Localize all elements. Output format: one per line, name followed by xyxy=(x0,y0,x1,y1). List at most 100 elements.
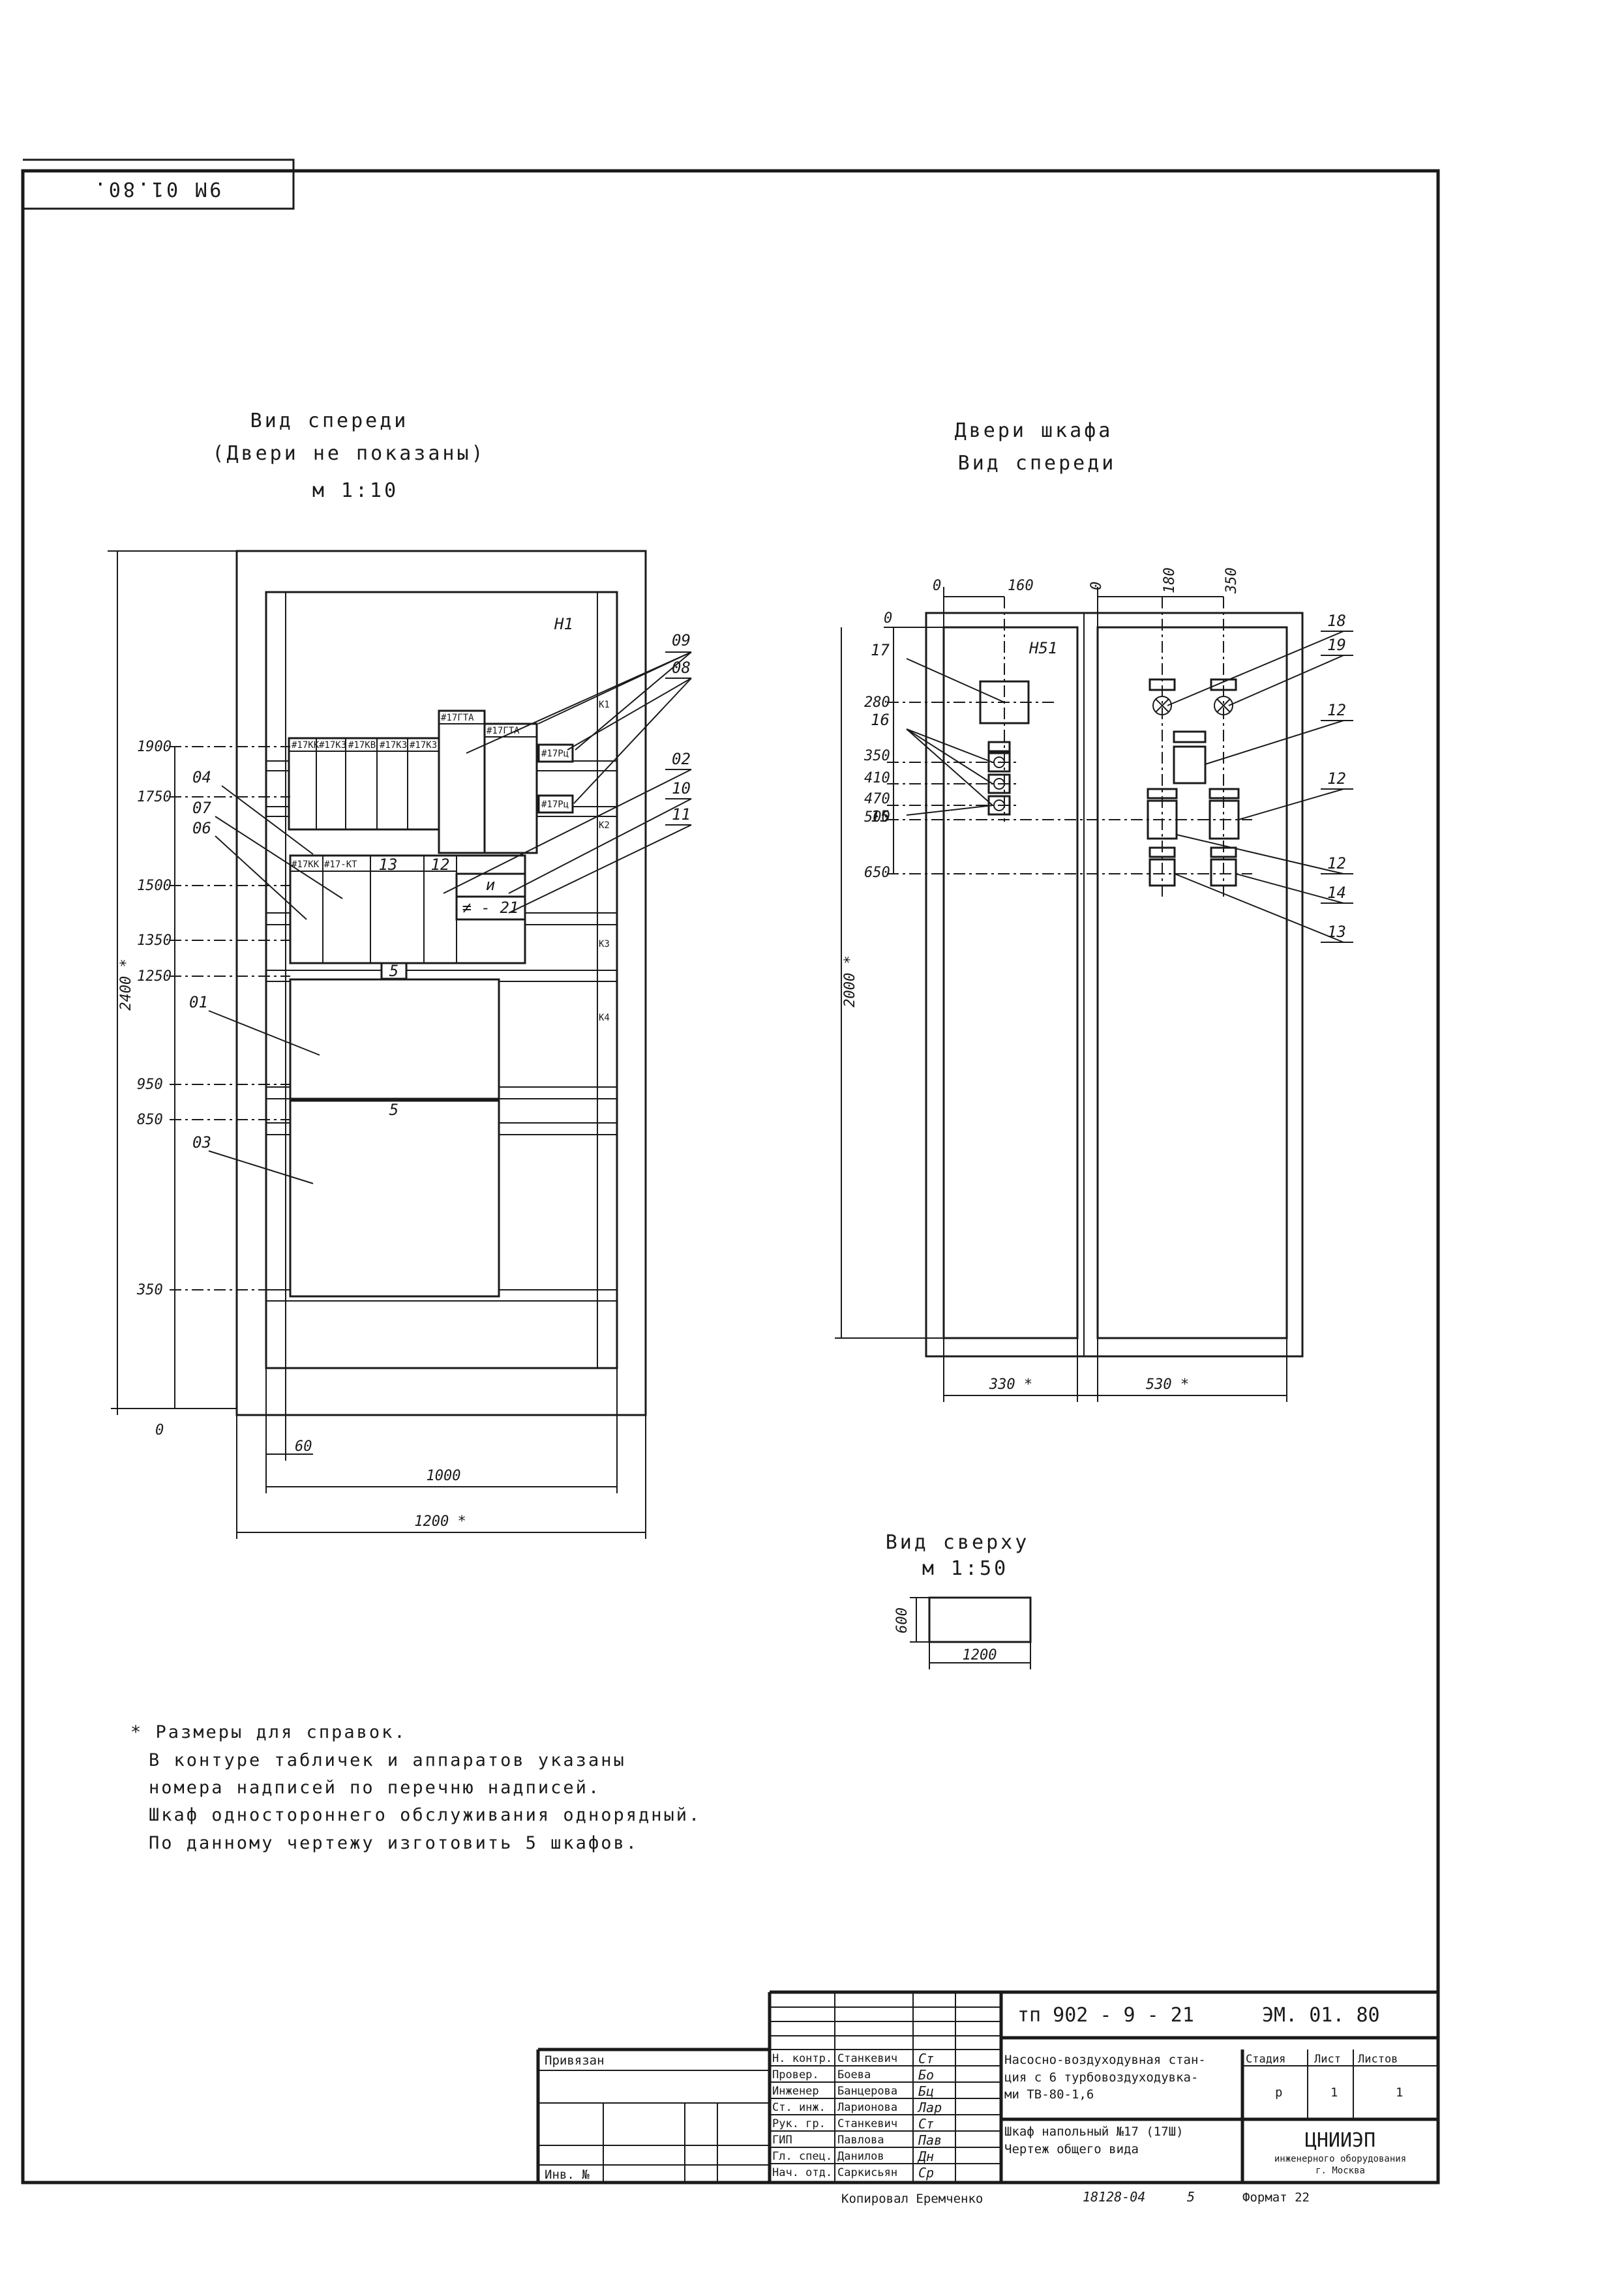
sheet-frame xyxy=(21,158,1440,2184)
door-callout: 12 xyxy=(1327,701,1346,719)
role: ГИП xyxy=(772,2134,792,2147)
level-value: 1250 xyxy=(137,968,172,985)
level-dimensions xyxy=(111,746,290,1409)
level-value: 950 xyxy=(137,1077,163,1093)
callout-label: 09 xyxy=(672,631,691,649)
door-level: 280 xyxy=(864,694,890,711)
description-line: Насосно-воздуходувная стан- xyxy=(1004,2053,1206,2067)
door-height-dimension: 2000 * xyxy=(842,955,858,1007)
door-level: 0 xyxy=(884,610,892,627)
attached-label: Привязан xyxy=(545,2053,605,2068)
cabinet-inner-frame xyxy=(265,591,618,1369)
callout-label: 07 xyxy=(192,799,211,817)
side-label: К3 xyxy=(599,939,610,949)
signature: Лар xyxy=(917,2100,942,2115)
note-line: В контуре табличек и аппаратов указаны xyxy=(149,1750,626,1770)
description-line: ция с 6 турбовоздуходувка- xyxy=(1004,2070,1198,2085)
panel-mark: ≠ - 21 xyxy=(462,899,519,917)
side-label: К4 xyxy=(599,1013,610,1023)
top-view-scale: м 1:50 xyxy=(922,1557,1008,1580)
signer-name: Станкевич xyxy=(837,2052,897,2065)
side-label: К1 xyxy=(599,700,610,710)
role: Н. контр. xyxy=(772,2052,832,2065)
sheet-title-line: Чертеж общего вида xyxy=(1004,2142,1139,2156)
panel-mark: 13 xyxy=(379,856,398,874)
small-label: #17Рц xyxy=(541,799,569,810)
callout-label: 04 xyxy=(192,768,211,786)
top-dim: 350 xyxy=(1224,567,1240,594)
order-number: 18128-04 xyxy=(1083,2189,1145,2205)
contactor-block-1 xyxy=(438,709,486,854)
right-door xyxy=(1096,626,1288,1339)
button-plate xyxy=(987,741,1011,753)
level-value: 1900 xyxy=(137,739,172,755)
role: Провер. xyxy=(772,2068,819,2081)
level-value: 1750 xyxy=(137,789,172,805)
description-line: ми ТВ-80-1,6 xyxy=(1004,2087,1094,2102)
top-view-outline xyxy=(928,1596,1032,1643)
note-line: * Размеры для справок. xyxy=(130,1722,407,1742)
lower-panel-03 xyxy=(289,1099,500,1298)
relay-small-2 xyxy=(537,794,574,814)
organization: ЦНИИЭП xyxy=(1305,2129,1375,2152)
door-view: Двери шкафа Вид спереди Н51 xyxy=(835,419,1353,1402)
signature: Ст xyxy=(918,2051,934,2066)
front-view-title: Вид спереди xyxy=(250,410,409,432)
signer-name: Станкевич xyxy=(837,2117,897,2130)
signer-name: Боева xyxy=(837,2068,871,2081)
top-view-depth: 600 xyxy=(894,1607,910,1633)
door-level: 470 xyxy=(864,791,890,807)
door-callout: 17 xyxy=(871,641,890,659)
sheet-number: 5 xyxy=(1187,2189,1195,2205)
note-line: Шкаф одностороннего обслуживания одноряд… xyxy=(149,1805,701,1825)
sheet-value: 1 xyxy=(1330,2085,1338,2100)
door-leaders xyxy=(906,631,1353,943)
panel-mark: и xyxy=(486,876,495,894)
signature: Бц xyxy=(918,2083,934,2099)
offset-dimension: 60 xyxy=(295,1439,312,1455)
callout-label: 08 xyxy=(672,659,691,677)
inner-width-dimension: 1000 xyxy=(427,1468,461,1484)
role: Инженер xyxy=(772,2085,819,2098)
small-label: #17ГТА xyxy=(487,726,520,736)
door-level: 410 xyxy=(864,770,890,786)
title-block: Привязан Инв. № Н. контр. Провер. Инжене… xyxy=(536,1990,1438,2183)
note-line: номера надписей по перечню надписей. xyxy=(149,1778,601,1798)
signer-name: Данилов xyxy=(837,2150,884,2163)
top-view-title: Вид сверху xyxy=(886,1531,1030,1554)
right-door-width: 530 * xyxy=(1146,1377,1189,1393)
panel-mark: 12 xyxy=(431,856,450,874)
level-value: 1350 xyxy=(137,932,172,949)
height-dimension: 2400 * xyxy=(118,959,134,1010)
front-view-leaders xyxy=(208,651,692,1184)
signer-name: Ларионова xyxy=(837,2101,897,2114)
stage-label: Стадия xyxy=(1246,2053,1285,2066)
role: Ст. инж. xyxy=(772,2101,826,2114)
door-centerlines xyxy=(887,597,1252,900)
door-callout: 15 xyxy=(871,807,890,826)
signature: Ср xyxy=(918,2165,934,2181)
top-dim: 180 xyxy=(1162,567,1178,593)
panel-mark: 5 xyxy=(389,1101,398,1119)
door-callout: 16 xyxy=(871,711,890,729)
level-value: 850 xyxy=(137,1112,163,1128)
small-label: #17КВ xyxy=(348,740,376,751)
top-dim: 0 xyxy=(1089,582,1105,590)
door-level: 500 xyxy=(864,809,890,826)
sheet-label: Лист xyxy=(1314,2053,1341,2066)
side-label: К2 xyxy=(599,820,610,831)
role: Рук. гр. xyxy=(772,2117,826,2130)
panel-mark: 5 xyxy=(389,962,398,980)
door-callout: 18 xyxy=(1327,612,1346,630)
top-dim: 160 xyxy=(1008,578,1034,594)
format: Формат 22 xyxy=(1242,2190,1310,2205)
lower-panel-01 xyxy=(289,978,500,1100)
sheets-label: Листов xyxy=(1358,2053,1398,2066)
signer-name: Банцерова xyxy=(837,2085,897,2098)
relay-small-1 xyxy=(537,743,574,763)
small-label: #17КК xyxy=(292,740,320,751)
organization-sub: инженерного оборудования xyxy=(1274,2154,1406,2164)
role: Гл. спец. xyxy=(772,2150,832,2163)
small-label: #17КЗ xyxy=(380,740,407,751)
